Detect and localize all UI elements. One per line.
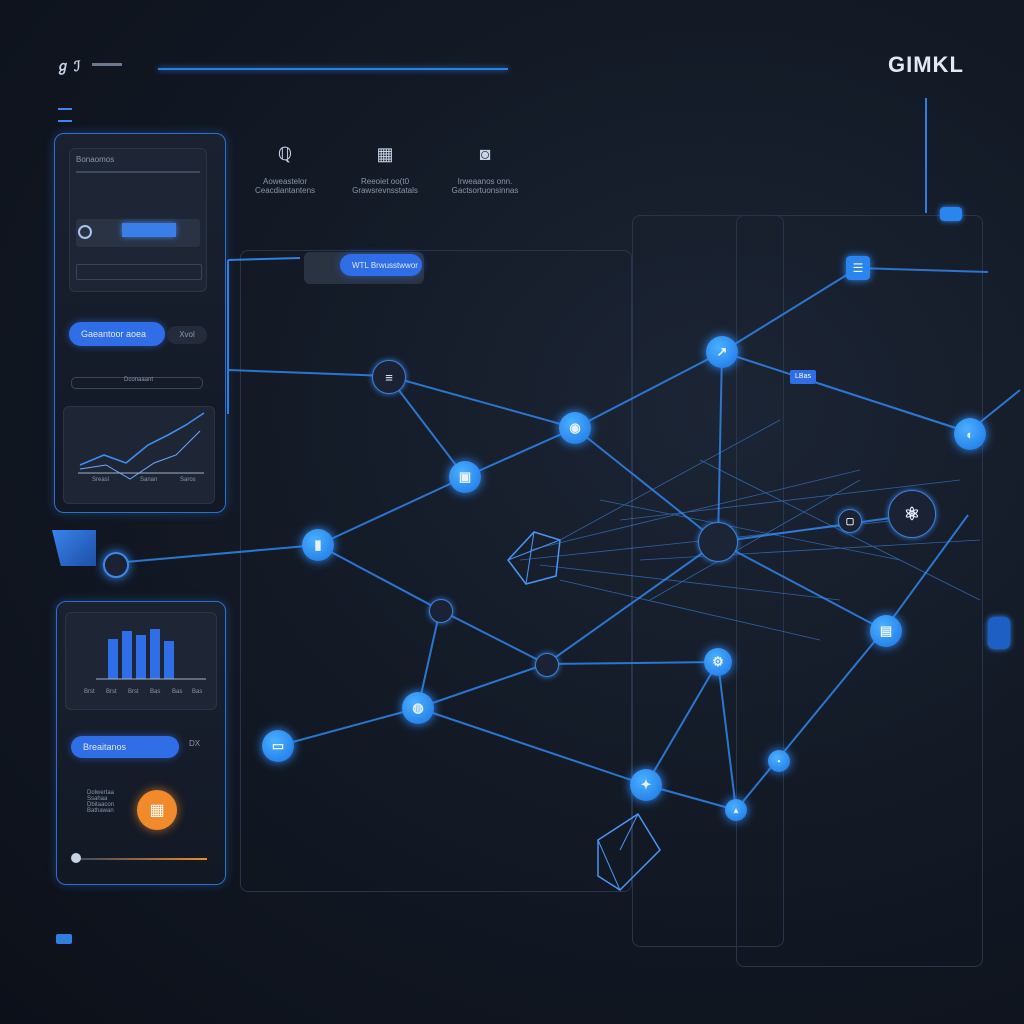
list-item: Ssahaa bbox=[87, 796, 108, 802]
preview-highlight bbox=[122, 223, 176, 237]
list-item: Dolwertaa bbox=[87, 790, 115, 796]
phone-icon[interactable] bbox=[988, 617, 1010, 649]
folder-icon[interactable] bbox=[56, 934, 72, 944]
callout-label[interactable]: WTL Brwusstwwor bbox=[340, 254, 422, 276]
chart-tick: Sreasl bbox=[92, 477, 110, 483]
line-chart bbox=[78, 412, 205, 480]
node-center-low[interactable] bbox=[535, 653, 559, 677]
chart-tick: Saros bbox=[180, 477, 196, 483]
node-monitor-icon[interactable]: ▢ bbox=[838, 509, 862, 533]
vertical-connector bbox=[925, 98, 927, 213]
chart-tick: Bas bbox=[192, 689, 203, 695]
tool-sublabel: Gactsortuonsinnas bbox=[451, 186, 519, 195]
grid-frame-left bbox=[240, 250, 632, 892]
preview-title: Bonaomos bbox=[76, 155, 115, 164]
node-user[interactable]: ◍ bbox=[402, 692, 434, 724]
app-logo-mark: ℊ ℐ bbox=[56, 58, 81, 74]
grid-frame-right bbox=[736, 215, 983, 967]
node-app[interactable]: ▣ bbox=[449, 461, 481, 493]
list-block: Dolwertaa Ssahaa Dbitaacon Bathawan bbox=[87, 790, 114, 814]
list-item: Bathawan bbox=[87, 808, 114, 814]
magnifier-icon: ℚ bbox=[277, 144, 293, 164]
tool-sublabel: Ceacdiantantens bbox=[254, 186, 316, 195]
progress-track[interactable] bbox=[73, 858, 207, 860]
preview-ring-icon bbox=[78, 225, 92, 239]
node-edge-right[interactable]: ◐ bbox=[954, 418, 986, 450]
header-underline-small bbox=[92, 63, 122, 66]
preview-screen: Bonaomos bbox=[69, 148, 207, 292]
node-check[interactable]: • bbox=[768, 750, 790, 772]
brand-logo: GIMKL bbox=[888, 52, 964, 77]
preview-bar-top bbox=[76, 171, 200, 173]
list-item: Dbitaacon bbox=[87, 802, 115, 808]
tool-label: Irweaanos onn. bbox=[457, 177, 513, 186]
header-progress-line bbox=[158, 68, 508, 70]
preview-footer bbox=[76, 264, 202, 280]
side-tag[interactable]: Xvol bbox=[167, 326, 207, 344]
node-atom-icon[interactable]: ⚛ bbox=[888, 490, 936, 538]
orange-app-icon[interactable]: ▦ bbox=[137, 790, 177, 830]
tool-sublabel: Grawsrevnsstatals bbox=[352, 186, 418, 195]
status-badge: LBas bbox=[790, 370, 816, 384]
cube-shape bbox=[597, 812, 661, 891]
bar-chart-card: Brst Brst Brst Bas Bas Bas bbox=[65, 612, 217, 710]
chart-tick: Bas bbox=[172, 689, 183, 695]
node-hub[interactable] bbox=[429, 599, 453, 623]
primary-action-button[interactable]: Gaeantoor aoea bbox=[69, 322, 165, 346]
node-share[interactable]: ↗ bbox=[706, 336, 738, 368]
node-lock[interactable]: ▮ bbox=[302, 529, 334, 561]
line-chart-card: Sreasl Sanan Saros bbox=[63, 406, 215, 504]
node-doc-icon[interactable]: ≡ bbox=[372, 360, 406, 394]
grid-frame-mid bbox=[632, 215, 784, 947]
chart-tick: Brst bbox=[128, 689, 139, 695]
node-source[interactable] bbox=[103, 552, 129, 578]
tool-label: Reeoiet oo(t0 bbox=[360, 177, 410, 186]
node-core[interactable] bbox=[698, 522, 738, 562]
side-tag[interactable]: DX bbox=[189, 739, 201, 748]
node-bookmark[interactable]: ▴ bbox=[725, 799, 747, 821]
search-field-text: Dconaaant bbox=[124, 377, 154, 383]
menu-icon[interactable] bbox=[58, 108, 72, 122]
node-settings[interactable]: ⚙ bbox=[704, 648, 732, 676]
bar-chart bbox=[96, 629, 206, 680]
tool-label: Aoweastelor bbox=[262, 177, 308, 186]
secondary-action-button[interactable]: Breaitanos bbox=[71, 736, 179, 758]
chart-tick: Bas bbox=[150, 689, 161, 695]
tool-camera[interactable]: ◙ Irweaanos onn. Gactsortuonsinnas bbox=[440, 144, 530, 195]
node-list-icon[interactable]: ☰ bbox=[846, 256, 870, 280]
progress-knob[interactable] bbox=[71, 853, 81, 863]
tool-window[interactable]: ▦ Reeoiet oo(t0 Grawsrevnsstatals bbox=[340, 144, 430, 195]
tool-search[interactable]: ℚ Aoweastelor Ceacdiantantens bbox=[240, 144, 330, 195]
node-folder[interactable]: ▭ bbox=[262, 730, 294, 762]
chart-tick: Sanan bbox=[140, 477, 158, 483]
polyhedron-shape bbox=[507, 531, 561, 585]
toggle-icon[interactable] bbox=[940, 207, 962, 221]
chart-tick: Brst bbox=[106, 689, 117, 695]
left-panel-top: Bonaomos Gaeantoor aoea Xvol Dconaaant S… bbox=[54, 133, 226, 513]
chart-tick: Brst bbox=[84, 689, 95, 695]
left-panel-bottom: Brst Brst Brst Bas Bas Bas Breaitanos DX… bbox=[56, 601, 226, 885]
node-cluster[interactable]: ✦ bbox=[630, 769, 662, 801]
window-icon: ▦ bbox=[376, 144, 394, 164]
node-data[interactable]: ▤ bbox=[870, 615, 902, 647]
search-field[interactable]: Dconaaant bbox=[71, 377, 203, 389]
camera-icon: ◙ bbox=[479, 144, 491, 164]
node-link[interactable]: ◉ bbox=[559, 412, 591, 444]
